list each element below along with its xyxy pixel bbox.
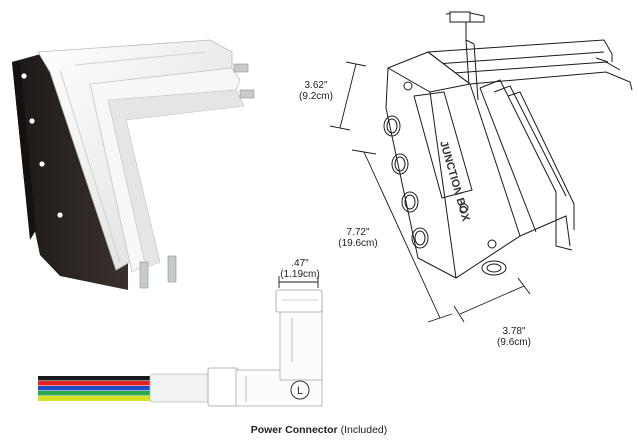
length-dimension-label: 7.72" (19.6cm) [330, 227, 386, 249]
corner-fixture [12, 39, 255, 290]
length-metric: (19.6cm) [338, 238, 378, 249]
connector-imperial: .47" [291, 258, 309, 269]
width-dimension-label: 3.78" (9.6cm) [488, 326, 540, 348]
connector-l-badge [290, 380, 310, 400]
caption-note: (Included) [340, 424, 388, 436]
terminal-pin [233, 63, 249, 73]
width-dim-line [459, 285, 525, 315]
caption-title: Power Connector [250, 424, 338, 436]
wire-black [38, 376, 210, 381]
junction-box-drawing [383, 11, 633, 279]
width-metric: (9.6cm) [497, 337, 531, 348]
mount-hole [21, 73, 27, 79]
depth-metric: (9.2cm) [299, 91, 333, 102]
caption: Power Connector (Included) [0, 424, 638, 436]
wire-blue [38, 386, 210, 391]
depth-dimension-label: 3.62" (9.2cm) [292, 80, 340, 102]
connector-l-mark: L [297, 385, 303, 397]
wire-yellow [38, 396, 210, 401]
connector-metric: (1.19cm) [280, 269, 320, 280]
terminal-pin [239, 89, 255, 99]
length-imperial: 7.72" [346, 227, 370, 238]
terminal-pin [167, 255, 177, 283]
connector-dimension-label: .47" (1.19cm) [272, 258, 328, 280]
dimension-lines [278, 61, 531, 323]
wire-green [38, 391, 210, 396]
depth-dim-line [339, 63, 357, 129]
mount-hole [29, 118, 35, 124]
length-dim-line [363, 151, 441, 319]
mount-hole [39, 161, 45, 167]
terminal-pin [139, 261, 149, 289]
wire-red [38, 381, 210, 386]
mount-hole [57, 212, 63, 218]
width-imperial: 3.78" [502, 326, 526, 337]
depth-imperial: 3.62" [304, 80, 328, 91]
power-connector [38, 289, 323, 407]
